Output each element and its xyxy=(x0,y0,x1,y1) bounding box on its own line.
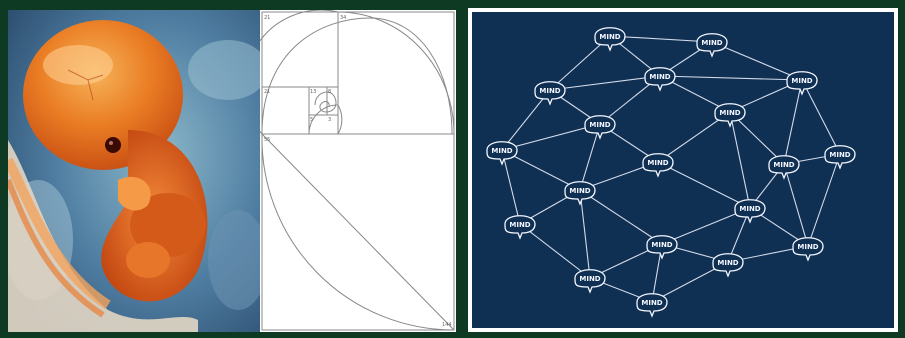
mind-node: MIND xyxy=(575,270,605,292)
mind-node-label: MIND xyxy=(701,39,722,47)
spiral-corner-label: 21 xyxy=(264,15,270,21)
network-link xyxy=(730,112,750,208)
mind-node-label: MIND xyxy=(651,241,672,249)
network-link xyxy=(802,80,840,154)
mind-node-label: MIND xyxy=(773,161,794,169)
mind-node-label: MIND xyxy=(649,73,670,81)
spiral-corner-label: 13 xyxy=(310,89,316,95)
mind-node: MIND xyxy=(825,146,855,168)
spiral-corner-label: 34 xyxy=(340,15,346,21)
embryo-photo xyxy=(8,10,260,332)
mind-node: MIND xyxy=(713,254,743,276)
mind-node-label: MIND xyxy=(719,109,740,117)
network-link xyxy=(580,124,600,190)
network-link xyxy=(658,162,750,208)
network-link xyxy=(580,190,662,244)
mind-node: MIND xyxy=(769,156,799,178)
spiral-corner-label: 8 xyxy=(328,89,331,95)
mind-node: MIND xyxy=(643,154,673,176)
mind-network-drawing: MIND MIND MIND MIND MIND MIND MIND MIND MIND MIND… xyxy=(472,12,894,328)
mind-node: MIND xyxy=(565,182,595,204)
network-link xyxy=(808,154,840,246)
mind-node-label: MIND xyxy=(829,151,850,159)
mind-node: MIND xyxy=(645,68,675,90)
mind-node-label: MIND xyxy=(599,33,620,41)
spiral-corner-label: 55 xyxy=(264,137,270,143)
mind-node-label: MIND xyxy=(647,159,668,167)
mind-node-label: MIND xyxy=(717,259,738,267)
mind-node: MIND xyxy=(505,216,535,238)
spiral-corner-label: 3 xyxy=(328,117,331,123)
network-link xyxy=(660,76,802,80)
spiral-corner-label: 21 xyxy=(264,89,270,95)
mind-node-label: MIND xyxy=(791,77,812,85)
mind-node: MIND xyxy=(735,200,765,222)
mind-node-label: MIND xyxy=(797,243,818,251)
mind-node: MIND xyxy=(637,294,667,316)
mind-node-label: MIND xyxy=(739,205,760,213)
mind-node: MIND xyxy=(595,28,625,50)
mind-node-label: MIND xyxy=(569,187,590,195)
mind-node: MIND xyxy=(787,72,817,94)
mind-node: MIND xyxy=(697,34,727,56)
mind-node: MIND xyxy=(793,238,823,260)
mind-node-label: MIND xyxy=(509,221,530,229)
network-link xyxy=(502,150,520,224)
mind-node-label: MIND xyxy=(491,147,512,155)
mind-node: MIND xyxy=(585,116,615,138)
golden-spiral-diagram: 21 34 21 13 8 5 3 55 144 xyxy=(260,10,456,332)
spiral-corner-label: 144 xyxy=(442,322,452,328)
mind-node-label: MIND xyxy=(641,299,662,307)
mind-node-label: MIND xyxy=(539,87,560,95)
left-image-panel: 21 34 21 13 8 5 3 55 144 xyxy=(8,10,456,332)
spiral-corner-label: 5 xyxy=(310,117,313,123)
mind-node-label: MIND xyxy=(589,121,610,129)
network-link xyxy=(784,164,808,246)
network-link xyxy=(784,80,802,164)
mind-node: MIND xyxy=(535,82,565,104)
network-link xyxy=(580,190,590,278)
mind-node: MIND xyxy=(487,142,517,164)
network-link xyxy=(550,76,660,90)
mind-node-label: MIND xyxy=(579,275,600,283)
mind-network-chalkboard: MIND MIND MIND MIND MIND MIND MIND MIND MIND MIND… xyxy=(472,12,894,328)
right-image-panel: MIND MIND MIND MIND MIND MIND MIND MIND MIND MIND… xyxy=(468,8,898,332)
mind-node: MIND xyxy=(647,236,677,258)
